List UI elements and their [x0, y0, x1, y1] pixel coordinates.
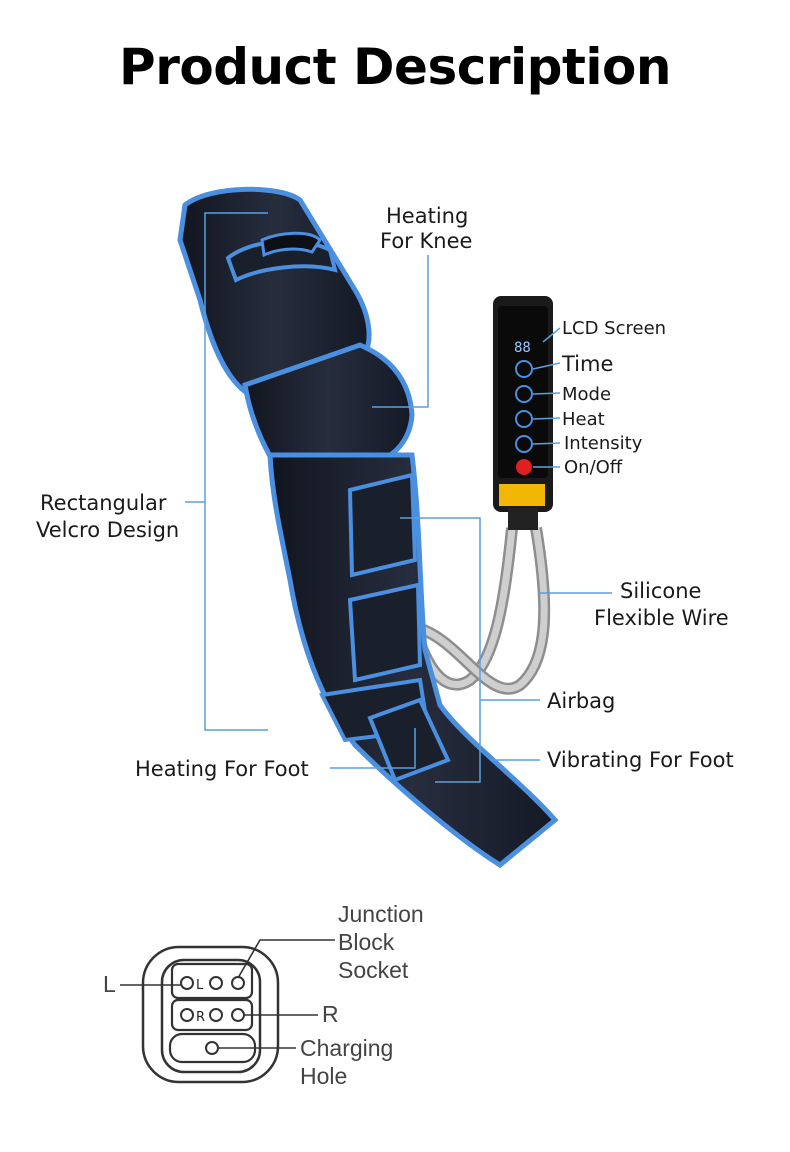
socket-label-junction-2: Block [338, 929, 395, 955]
label-heating-knee-2: For Knee [380, 229, 473, 253]
port-label-r: R [196, 1010, 205, 1025]
leader-lines [185, 212, 612, 783]
label-silicone-1: Silicone [620, 579, 702, 603]
socket-label-charging-1: Charging [300, 1035, 394, 1061]
label-time: Time [562, 352, 614, 376]
label-heating-foot: Heating For Foot [135, 757, 309, 781]
label-lcd-screen: LCD Screen [562, 318, 667, 339]
label-heat: Heat [562, 409, 605, 430]
lcd-digits: 88 [514, 340, 531, 356]
label-intensity: Intensity [564, 433, 643, 454]
socket-diagram: L R [120, 939, 335, 1084]
socket-label-right: R [322, 1001, 339, 1027]
label-velcro-1: Rectangular [40, 491, 167, 515]
label-velcro-2: Velcro Design [36, 518, 180, 542]
socket-label-junction-3: Socket [338, 957, 409, 983]
label-vibrating-foot: Vibrating For Foot [547, 748, 734, 772]
label-heating-knee-1: Heating [386, 204, 469, 228]
controller-leaders [532, 327, 561, 468]
socket-label-left: L [103, 971, 116, 997]
socket-label-charging-2: Hole [300, 1063, 348, 1089]
socket-label-junction-1: Junction [338, 901, 424, 927]
label-airbag: Airbag [547, 689, 616, 713]
label-on-off: On/Off [564, 457, 623, 478]
leg-wrap [177, 186, 559, 869]
label-silicone-2: Flexible Wire [594, 606, 729, 630]
controller: 88 [493, 296, 553, 530]
page-title: Product Description [119, 38, 671, 96]
port-label-l: L [196, 978, 204, 993]
label-mode: Mode [562, 384, 612, 405]
